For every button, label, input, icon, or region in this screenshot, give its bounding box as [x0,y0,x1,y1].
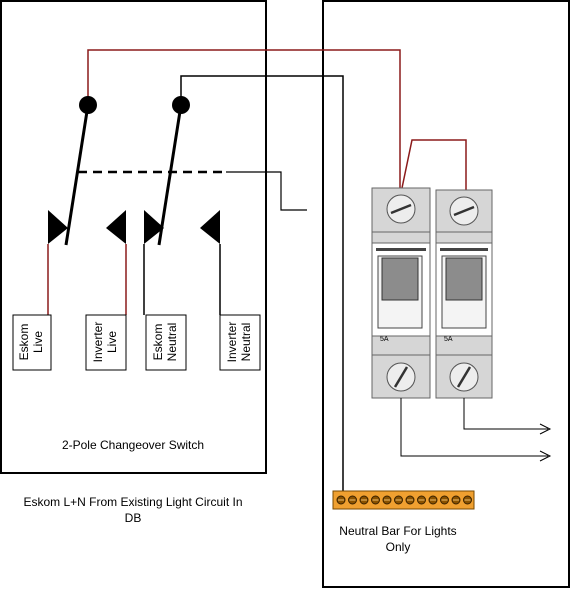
terminal-label-line2: Neutral [165,323,179,362]
terminal-label-line2: Neutral [239,323,253,362]
eskom-live-contact [48,210,68,244]
neutral-bar-label-line2: Only [386,540,411,554]
live-bridge-wire [401,139,467,190]
terminal-label-line2: Live [105,331,119,353]
source-note-line1: Eskom L+N From Existing Light Circuit In [23,495,242,509]
mechanical-link-tail [226,171,307,211]
arrow-head-1 [539,450,552,462]
switch-enclosure [0,0,267,474]
terminal-label-line1: Inverter [91,322,105,363]
neutral-pole-blade [157,104,183,246]
inverter-live-contact [106,210,126,244]
breaker-2-rating: 5A [444,336,453,343]
circuit-breaker-2 [435,189,493,399]
terminal-label-line1: Eskom [151,324,165,361]
neutral-bar-label-line1: Neutral Bar For Lights [339,524,456,538]
switch-caption: 2-Pole Changeover Switch [62,438,204,452]
db-enclosure [322,0,570,588]
neutral-bar [332,490,475,510]
terminal-block [145,314,187,371]
circuit-breaker-1 [371,187,431,399]
terminal-label-line1: Eskom [17,324,31,361]
terminal-label-line2: Live [31,331,45,353]
neutral-wire-to-bar [180,75,344,496]
outgoing-wire-1 [400,398,548,457]
breaker-1-rating: 5A [380,336,389,343]
terminal-block [219,314,261,371]
eskom-neutral-contact [144,210,164,244]
terminal-block [12,314,52,371]
terminal-block [85,314,127,371]
outgoing-wire-2 [463,398,548,430]
source-note-line2: DB [125,511,142,525]
arrow-head-2 [539,423,552,435]
terminal-label-line1: Inverter [225,322,239,363]
live-wire-to-breaker [87,49,401,188]
inverter-neutral-contact [200,210,220,244]
live-pole-blade [64,104,90,246]
